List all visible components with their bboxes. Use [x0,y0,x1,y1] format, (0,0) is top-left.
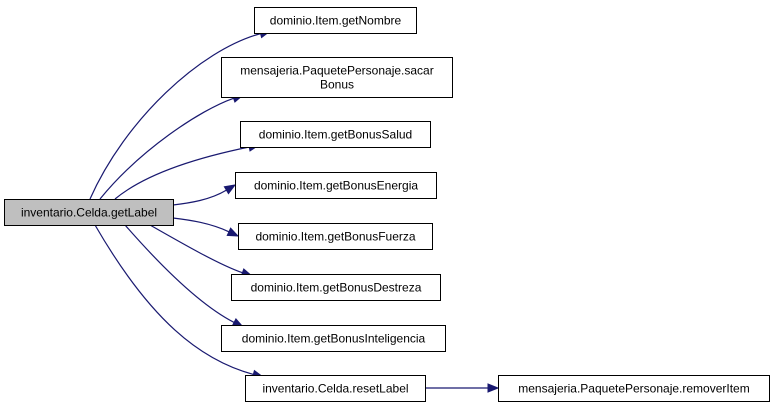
node-box [254,7,417,34]
node-removerItem[interactable]: mensajeria.PaquetePersonaje.removerItem [498,375,770,402]
edge-root-to-sacarBonus [99,97,234,200]
node-resetLabel[interactable]: inventario.Celda.resetLabel [245,375,426,402]
edge-root-to-getBonusEnergia [172,189,227,206]
edge-root-to-getBonusDestreza [149,224,243,274]
edge-root-to-resetLabel [94,224,254,375]
node-label: inventario.Celda.resetLabel [262,382,408,396]
node-label: dominio.Item.getBonusFuerza [255,230,415,244]
node-box [245,375,426,402]
node-getNombre[interactable]: dominio.Item.getNombre [254,7,417,34]
node-box [240,121,431,148]
node-label: inventario.Celda.getLabel [21,206,157,220]
edge-root-to-getBonusSalud [114,146,250,200]
node-getBonusEnergia[interactable]: dominio.Item.getBonusEnergia [235,172,437,199]
edge-root-to-getBonusInteligencia [124,224,235,323]
arrowhead-getBonusFuerza [226,227,240,237]
node-root[interactable]: inventario.Celda.getLabel [4,199,174,226]
node-label: Bonus [320,78,354,92]
node-label: dominio.Item.getBonusSalud [259,128,412,142]
node-label: mensajeria.PaquetePersonaje.removerItem [518,382,749,396]
node-getBonusDestreza[interactable]: dominio.Item.getBonusDestreza [231,274,441,301]
edge-root-to-getBonusFuerza [172,217,230,233]
node-label: dominio.Item.getBonusInteligencia [242,332,426,346]
node-getBonusInteligencia[interactable]: dominio.Item.getBonusInteligencia [221,325,446,352]
node-getBonusSalud[interactable]: dominio.Item.getBonusSalud [240,121,431,148]
node-box [221,325,446,352]
edge-root-to-getNombre [89,33,261,200]
node-box [221,57,453,98]
node-getBonusFuerza[interactable]: dominio.Item.getBonusFuerza [238,223,433,250]
node-label: dominio.Item.getNombre [270,14,402,28]
node-label: dominio.Item.getBonusDestreza [251,281,422,295]
node-label: dominio.Item.getBonusEnergia [254,179,418,193]
arrowhead-removerItem [487,383,500,393]
node-label: mensajeria.PaquetePersonaje.sacar [240,64,433,78]
node-box [231,274,441,301]
arrowhead-getBonusEnergia [223,184,237,195]
node-box [498,375,770,402]
node-box [238,223,433,250]
node-box [235,172,437,199]
node-box [4,199,174,226]
